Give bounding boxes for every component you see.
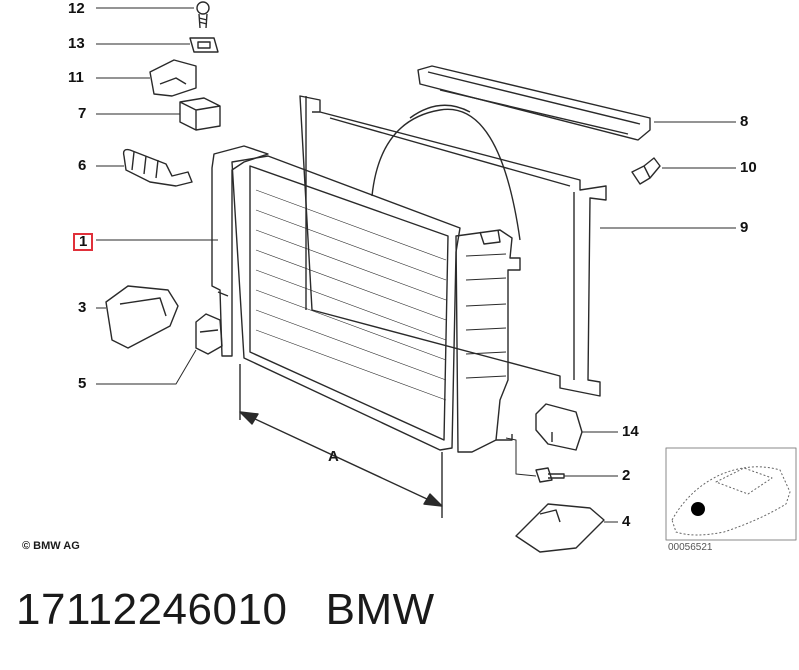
reference-number: 00056521 [668,542,713,553]
callout-6: 6 [78,157,87,174]
car-thumbnail [665,447,797,541]
callout-2: 2 [622,467,631,484]
fan-shroud [299,95,607,397]
copyright-text: © BMW AG [22,540,80,552]
brand-name: BMW [325,585,435,634]
footer-caption: 17112246010 BMW [16,584,435,636]
callout-13: 13 [68,35,85,52]
leader-lines [96,7,736,523]
callout-8: 8 [740,113,749,130]
dimension-a [239,364,443,518]
callout-14: 14 [622,423,639,440]
callout-4: 4 [622,513,631,530]
dimension-label-a: A [328,448,339,465]
part-2-bolt [535,467,565,483]
part-4-bracket [515,503,605,553]
part-13-clip [189,37,219,53]
car-location-marker [691,502,705,516]
callout-11: 11 [68,69,84,86]
callout-5: 5 [78,375,87,392]
part-6-sensor [122,148,193,187]
callout-10: 10 [740,159,757,176]
cover-strip [417,65,651,141]
callout-1-highlighted[interactable]: 1 [73,233,94,251]
radiator [211,145,521,453]
callout-3: 3 [78,299,87,316]
part-10-rivet [631,157,661,185]
part-3-bracket [105,285,179,349]
callout-7: 7 [78,105,87,122]
part-11-mount [149,59,197,97]
callout-12: 12 [68,0,85,17]
part-5-rubber [195,313,223,355]
part-number: 17112246010 [16,585,288,634]
callout-9: 9 [740,219,749,236]
part-14-mount [535,403,583,451]
part-12-screw [196,1,210,29]
part-7-rubber [179,97,221,131]
